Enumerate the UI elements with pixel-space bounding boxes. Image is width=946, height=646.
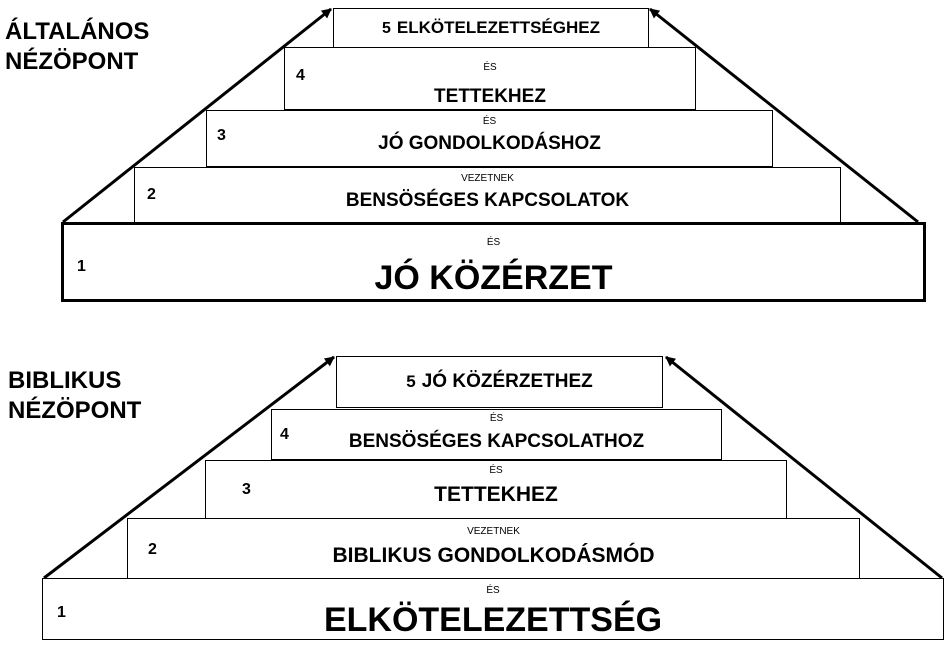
- biblical-level-3-label: TETTEKHEZ: [434, 483, 558, 506]
- biblical-level-4: 4 ÉS BENSÖSÉGES KAPCSOLATHOZ: [271, 409, 722, 460]
- biblical-level-5: 5 JÓ KÖZÉRZETHEZ: [336, 356, 663, 408]
- biblical-heading-line1: BIBLIKUS: [8, 367, 122, 394]
- general-level-5: 5 ELKÖTELEZETTSÉGHEZ: [333, 8, 649, 48]
- biblical-level-1-label: ELKÖTELEZETTSÉG: [323, 601, 663, 639]
- general-level-2-connector: VEZETNEK: [461, 173, 514, 184]
- general-level-3: 3 ÉS JÓ GONDOLKODÁSHOZ: [206, 110, 773, 167]
- general-level-1-label: JÓ KÖZÉRZET: [374, 259, 613, 297]
- biblical-level-5-label: JÓ KÖZÉRZETHEZ: [421, 371, 593, 392]
- biblical-level-2: 2 VEZETNEK BIBLIKUS GONDOLKODÁSMÓD: [127, 518, 860, 579]
- general-heading-line1: ÁLTALÁNOS: [5, 18, 150, 45]
- biblical-level-2-label: BIBLIKUS GONDOLKODÁSMÓD: [332, 544, 655, 567]
- biblical-level-1: 1 ÉS ELKÖTELEZETTSÉG: [42, 578, 944, 640]
- general-level-3-label: JÓ GONDOLKODÁSHOZ: [378, 133, 601, 154]
- general-level-4-connector: ÉS: [483, 62, 497, 73]
- general-level-4: 4 ÉS TETTEKHEZ: [284, 47, 696, 110]
- general-level-1: 1 ÉS JÓ KÖZÉRZET: [61, 222, 926, 302]
- biblical-level-5-number: 5: [406, 372, 416, 391]
- biblical-level-5-label-row: 5 JÓ KÖZÉRZETHEZ: [337, 371, 662, 393]
- general-level-2: 2 VEZETNEK BENSÖSÉGES KAPCSOLATOK: [134, 167, 841, 224]
- general-level-5-label: ELKÖTELEZETTSÉGHEZ: [396, 18, 600, 37]
- general-level-3-connector: ÉS: [482, 116, 497, 127]
- biblical-heading-line2: NÉZÖPONT: [8, 397, 142, 424]
- biblical-level-1-number: 1: [57, 604, 66, 621]
- general-heading: ÁLTALÁNOS NÉZÖPONT: [5, 17, 149, 77]
- biblical-heading: BIBLIKUS NÉZÖPONT: [8, 366, 141, 426]
- general-level-5-label-row: 5 ELKÖTELEZETTSÉGHEZ: [334, 18, 648, 38]
- general-level-5-number: 5: [382, 20, 391, 37]
- general-level-4-label: TETTEKHEZ: [434, 86, 546, 107]
- biblical-level-2-connector: VEZETNEK: [467, 526, 520, 537]
- biblical-level-4-connector: ÉS: [489, 413, 504, 424]
- biblical-level-1-connector: ÉS: [486, 585, 500, 596]
- general-level-2-label: BENSÖSÉGES KAPCSOLATOK: [345, 190, 630, 211]
- general-heading-line2: NÉZÖPONT: [5, 48, 139, 75]
- biblical-level-3-connector: ÉS: [489, 465, 503, 476]
- general-level-1-connector: ÉS: [486, 237, 501, 248]
- general-level-1-number: 1: [77, 258, 86, 275]
- biblical-level-4-label: BENSÖSÉGES KAPCSOLATHOZ: [348, 431, 645, 452]
- biblical-level-3: 3 ÉS TETTEKHEZ: [205, 460, 787, 519]
